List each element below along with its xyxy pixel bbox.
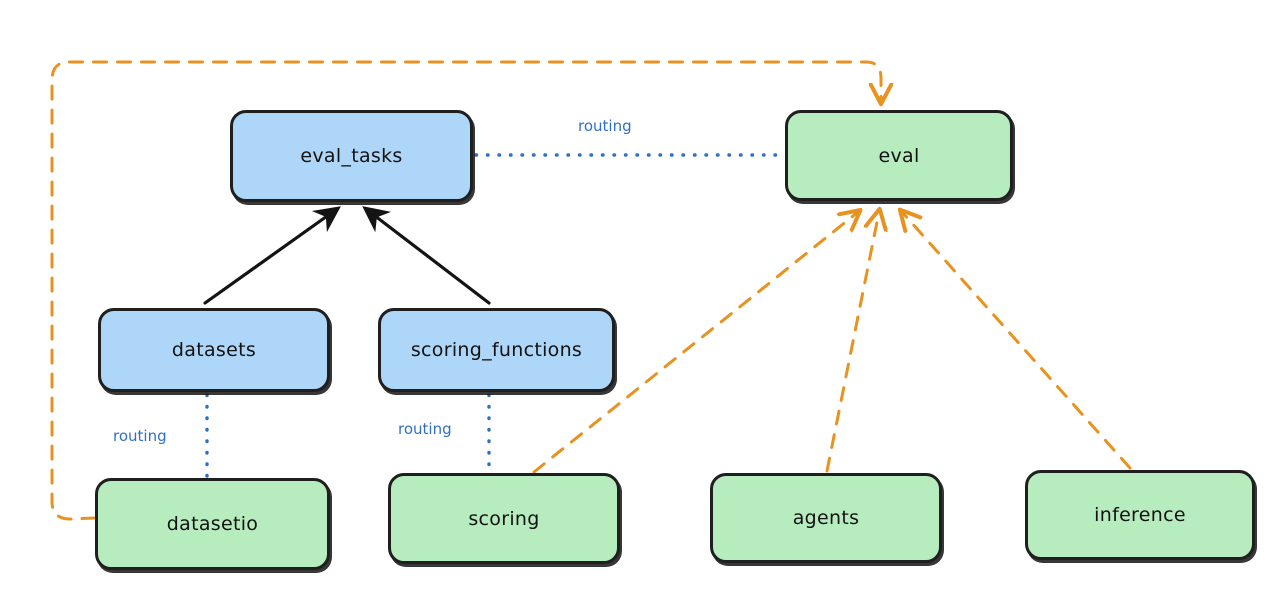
node-label-eval: eval	[878, 144, 920, 167]
node-eval[interactable]: eval	[785, 110, 1013, 201]
node-label-scoring: scoring	[468, 507, 540, 530]
node-label-datasets: datasets	[171, 339, 257, 361]
node-agents[interactable]: agents	[710, 473, 942, 563]
edge-label-routing-scoring-functions: routing	[398, 420, 452, 438]
edge-label-routing-datasets: routing	[113, 427, 167, 445]
node-scoring[interactable]: scoring	[388, 473, 620, 564]
node-label-scoring-functions: scoring_functions	[410, 339, 583, 361]
edge-inference-to-eval	[902, 212, 1132, 470]
edge-datasetio-to-eval	[50, 60, 881, 521]
edge-scoring-functions-to-eval-tasks	[362, 206, 491, 305]
edge-scoring-to-eval	[532, 212, 858, 474]
node-datasetio[interactable]: datasetio	[95, 478, 330, 570]
node-label-datasetio: datasetio	[166, 513, 259, 535]
edge-label-routing-eval-tasks: routing	[578, 117, 632, 135]
node-inference[interactable]: inference	[1025, 470, 1255, 560]
edge-datasets-to-eval-tasks	[203, 206, 341, 305]
edge-agents-to-eval	[825, 212, 879, 473]
node-label-inference: inference	[1094, 504, 1186, 526]
node-label-agents: agents	[792, 507, 860, 529]
node-scoring-functions[interactable]: scoring_functions	[378, 308, 615, 392]
node-eval-tasks[interactable]: eval_tasks	[230, 110, 473, 202]
node-datasets[interactable]: datasets	[98, 308, 330, 392]
node-label-eval-tasks: eval_tasks	[300, 145, 403, 167]
